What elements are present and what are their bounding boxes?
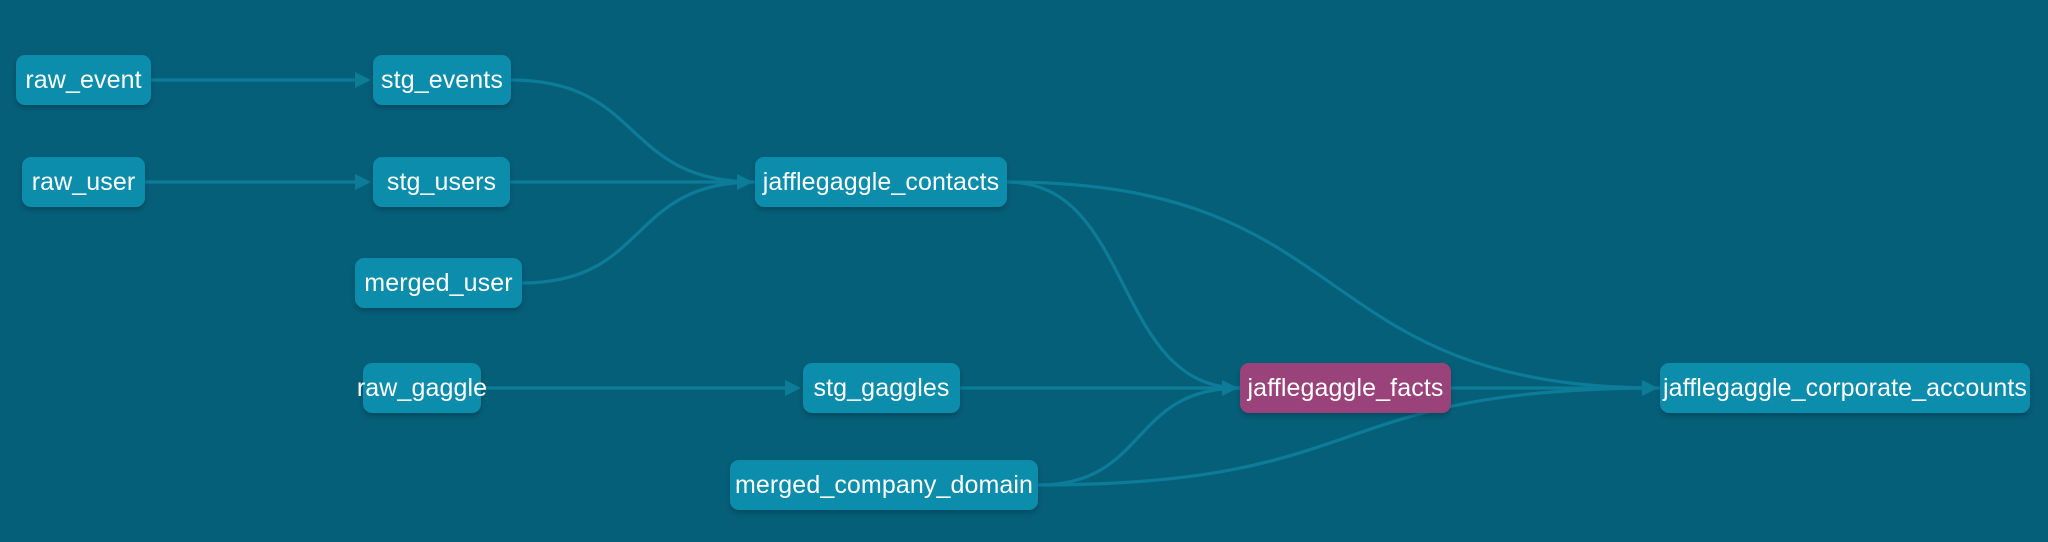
graph-node-raw_gaggle[interactable]: raw_gaggle [357, 363, 487, 413]
graph-node-raw_event[interactable]: raw_event [16, 55, 151, 105]
graph-edge-merged_user-to-jafflegaggle_contacts [520, 180, 757, 285]
edge-arrowhead [785, 380, 801, 396]
node-label: raw_event [25, 65, 142, 94]
graph-edge-jafflegaggle_contacts-to-jafflegaggle_corporate_accounts [1005, 180, 1662, 390]
node-label: jafflegaggle_facts [1247, 373, 1444, 402]
graph-node-stg_events[interactable]: stg_events [373, 55, 511, 105]
node-label: jafflegaggle_contacts [762, 167, 1000, 196]
node-label: jafflegaggle_corporate_accounts [1663, 373, 2028, 402]
edge-arrowhead [355, 174, 371, 190]
node-label: merged_user [364, 268, 513, 297]
node-label: stg_users [386, 167, 497, 196]
graph-edge-stg_events-to-jafflegaggle_contacts [509, 78, 757, 184]
node-label: stg_gaggles [813, 373, 950, 402]
node-label: merged_company_domain [734, 470, 1034, 499]
graph-node-jafflegaggle_corporate_accounts[interactable]: jafflegaggle_corporate_accounts [1660, 363, 2030, 413]
edge-arrowhead [355, 72, 371, 88]
edge-arrowhead [1642, 380, 1658, 396]
graph-node-jafflegaggle_facts[interactable]: jafflegaggle_facts [1240, 363, 1451, 413]
node-label: raw_user [31, 167, 136, 196]
edge-arrowhead [1222, 380, 1238, 396]
graph-node-stg_users[interactable]: stg_users [373, 157, 510, 207]
edge-arrowhead [737, 174, 753, 190]
graph-node-merged_user[interactable]: merged_user [355, 258, 522, 308]
graph-edge-merged_company_domain-to-jafflegaggle_facts [1036, 386, 1242, 487]
graph-node-stg_gaggles[interactable]: stg_gaggles [803, 363, 960, 413]
node-label: raw_gaggle [356, 373, 488, 402]
graph-edge-jafflegaggle_contacts-to-jafflegaggle_facts [1005, 180, 1242, 390]
node-label: stg_events [381, 65, 503, 94]
graph-node-merged_company_domain[interactable]: merged_company_domain [730, 460, 1038, 510]
graph-node-jafflegaggle_contacts[interactable]: jafflegaggle_contacts [755, 157, 1007, 207]
graph-node-raw_user[interactable]: raw_user [22, 157, 145, 207]
